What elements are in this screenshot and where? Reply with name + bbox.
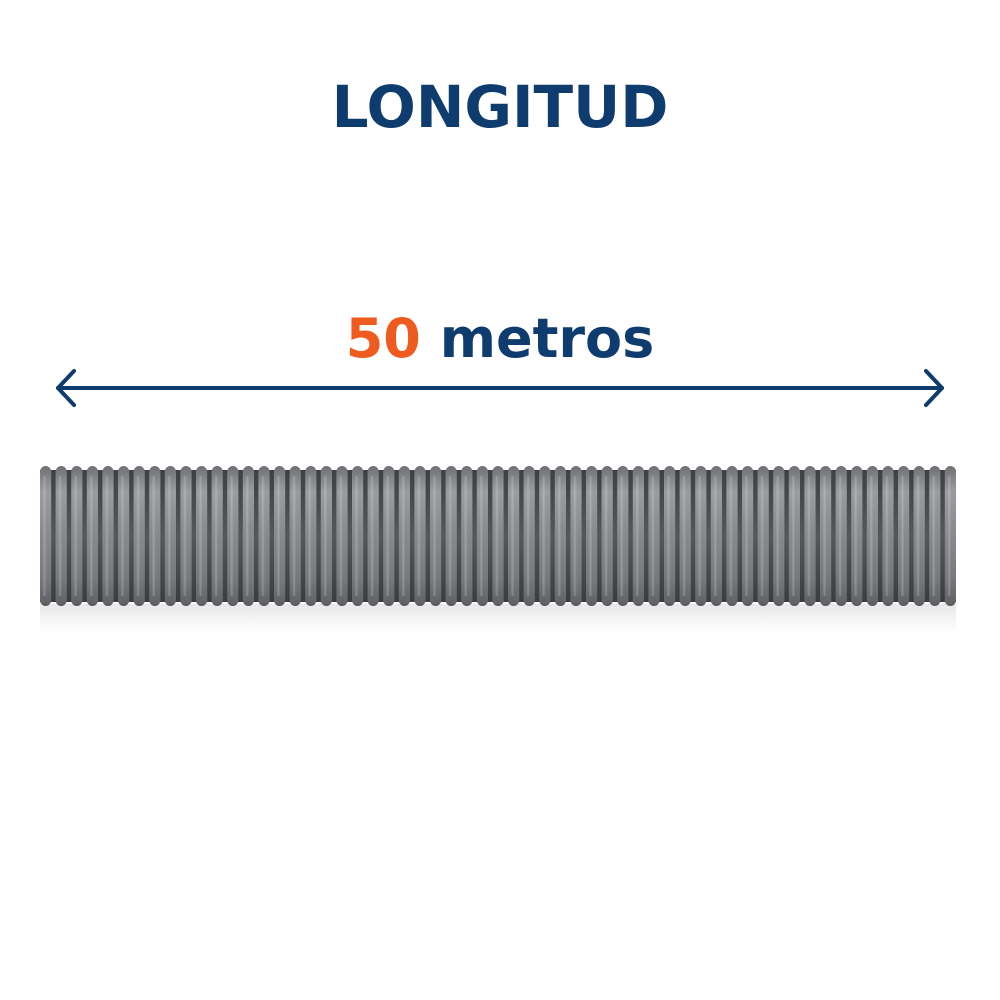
hose-rib-highlight xyxy=(760,476,765,596)
hose-rib-highlight xyxy=(338,476,343,596)
hose-rib-highlight xyxy=(822,476,827,596)
hose-rib-highlight xyxy=(198,476,203,596)
hose-rib-highlight xyxy=(89,476,94,596)
hose-rib-highlight xyxy=(73,476,78,596)
hose-rib-highlight xyxy=(526,476,531,596)
hose-rib-highlight xyxy=(307,476,312,596)
double-headed-arrow-icon xyxy=(56,369,944,407)
hose-shadow xyxy=(40,604,956,634)
hose-rib-highlight xyxy=(245,476,250,596)
hose-rib-highlight xyxy=(838,476,843,596)
hose-rib-highlight xyxy=(214,476,219,596)
length-value: 50 xyxy=(345,307,421,370)
hose-rib-highlight xyxy=(260,476,265,596)
hose-rib-highlight xyxy=(448,476,453,596)
hose-rib-highlight xyxy=(884,476,889,596)
hose-rib-highlight xyxy=(167,476,172,596)
hose-rib-highlight xyxy=(479,476,484,596)
hose-rib-highlight xyxy=(385,476,390,596)
hose-rib-highlight xyxy=(557,476,562,596)
hose-rib-highlight xyxy=(697,476,702,596)
hose-rib-highlight xyxy=(292,476,297,596)
hose-rib-highlight xyxy=(635,476,640,596)
hose-rib-highlight xyxy=(104,476,109,596)
hose-rib-highlight xyxy=(463,476,468,596)
hose-rib-highlight xyxy=(775,476,780,596)
hose-rib-highlight xyxy=(604,476,609,596)
hose-rib-highlight xyxy=(619,476,624,596)
hose-rib-highlight xyxy=(510,476,515,596)
hose-rib-highlight xyxy=(401,476,406,596)
length-unit: metros xyxy=(439,307,655,370)
hose-rib-highlight xyxy=(666,476,671,596)
hose-rib-highlight xyxy=(713,476,718,596)
hose-rib-highlight xyxy=(182,476,187,596)
hose-rib-highlight xyxy=(494,476,499,596)
hose-rib-highlight xyxy=(650,476,655,596)
hose-rib-highlight xyxy=(744,476,749,596)
hose-rib-highlight xyxy=(947,476,952,596)
hose-rib-highlight xyxy=(136,476,141,596)
hose-rib-highlight xyxy=(323,476,328,596)
corrugated-hose-icon xyxy=(40,466,956,606)
hose-rib-highlight xyxy=(229,476,234,596)
length-label: 50 metros xyxy=(0,312,1000,366)
page-title: LONGITUD xyxy=(331,73,669,141)
hose-rib-highlight xyxy=(728,476,733,596)
hose-rib-highlight xyxy=(916,476,921,596)
hose-rib-highlight xyxy=(58,476,63,596)
hose-rib-highlight xyxy=(370,476,375,596)
hose-rib-highlight xyxy=(931,476,936,596)
hose-rib-highlight xyxy=(42,476,47,596)
hose-rib-highlight xyxy=(572,476,577,596)
hose-rib-highlight xyxy=(541,476,546,596)
hose-rib-highlight xyxy=(151,476,156,596)
hose-rib-highlight xyxy=(416,476,421,596)
hose-rib-highlight xyxy=(588,476,593,596)
hose-rib-highlight xyxy=(900,476,905,596)
hose-rib-highlight xyxy=(806,476,811,596)
hose-rib-highlight xyxy=(682,476,687,596)
hose-rib-highlight xyxy=(432,476,437,596)
hose-rib-highlight xyxy=(276,476,281,596)
hose-rib-highlight xyxy=(354,476,359,596)
hose-rib-highlight xyxy=(869,476,874,596)
hose-rib-highlight xyxy=(791,476,796,596)
hose-rib-highlight xyxy=(853,476,858,596)
hose-rib-highlight xyxy=(120,476,125,596)
